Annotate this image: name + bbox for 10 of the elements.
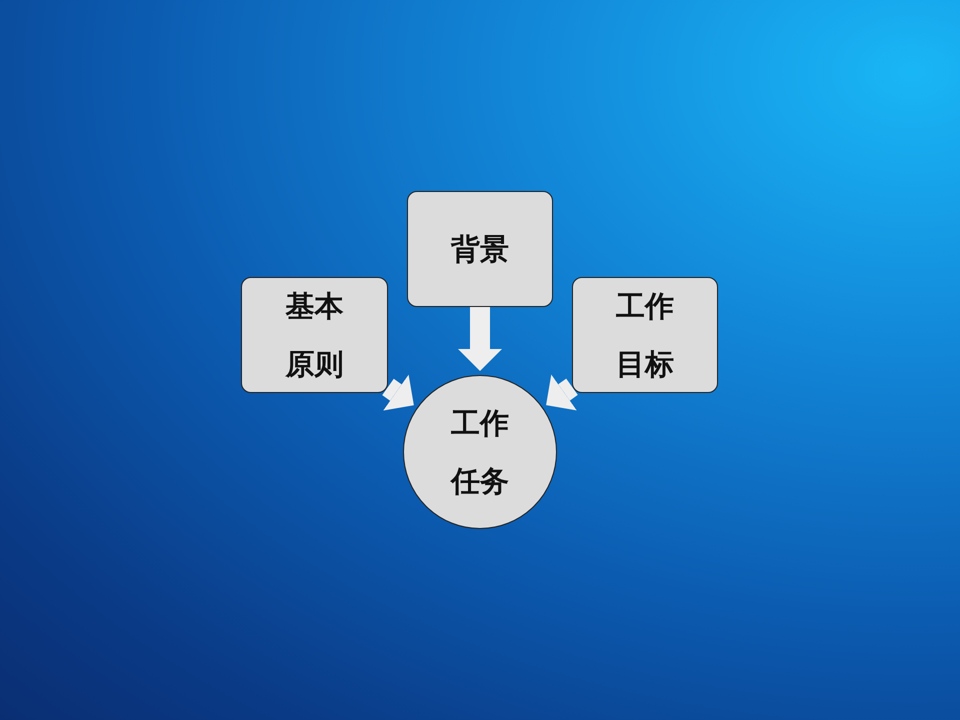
node-label: 背景 bbox=[450, 231, 510, 268]
rounded-box bbox=[241, 277, 388, 393]
rounded-box bbox=[572, 277, 718, 393]
node-label: 基本原则 bbox=[284, 288, 344, 383]
node-label: 工作目标 bbox=[614, 288, 675, 383]
block-arrow bbox=[458, 307, 502, 371]
rounded-box bbox=[407, 191, 553, 307]
block-arrow bbox=[382, 374, 414, 410]
node-label: 工作任务 bbox=[450, 405, 510, 500]
block-arrow bbox=[546, 374, 578, 410]
